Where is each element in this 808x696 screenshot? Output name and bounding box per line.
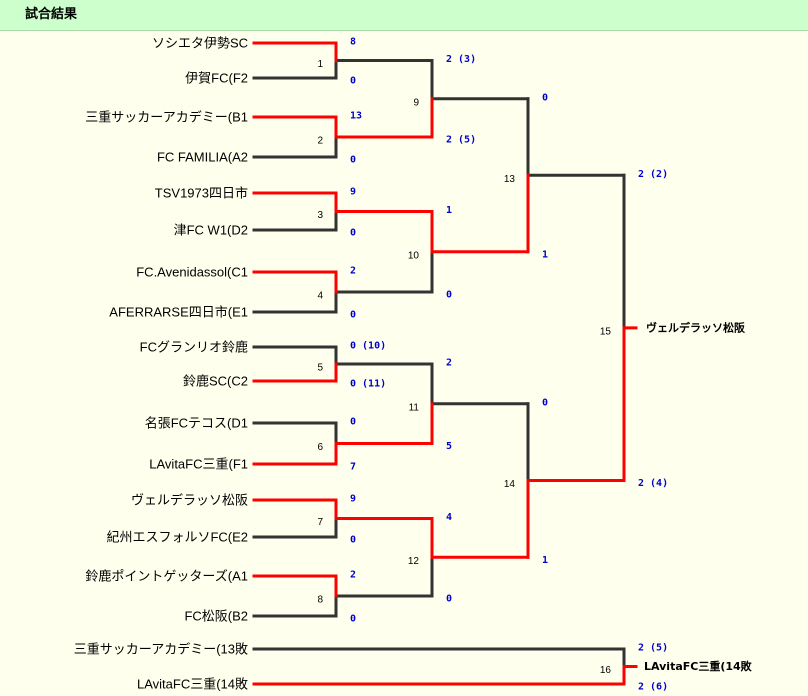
- match-score: 0: [542, 92, 548, 103]
- match-score: 4: [446, 512, 452, 523]
- match-score: 2 (5): [446, 135, 476, 146]
- team-name: 津FC W1(D2: [174, 223, 248, 238]
- match-score: 1: [542, 555, 548, 566]
- match-score: 2 (2): [638, 169, 668, 180]
- label-layer: ソシエタ伊勢SC 伊賀FC(F2 三重サッカーアカデミー(B1 FC FAMILIA(…: [74, 36, 753, 693]
- match-score: 5: [446, 441, 452, 452]
- match-score: 2 (3): [446, 54, 476, 65]
- page-header: 試合結果: [0, 0, 808, 31]
- match-score: 0: [350, 76, 356, 87]
- match-number: 10: [408, 250, 420, 261]
- team-name: FCグランリオ鈴鹿: [140, 340, 248, 355]
- match-score: 8: [350, 37, 356, 48]
- match-number: 8: [317, 595, 323, 606]
- team-name: LAvitaFC三重(F1: [149, 457, 248, 472]
- champion-label: ヴェルデラッソ松阪: [646, 320, 746, 334]
- team-name: FC.Avenidassol(C1: [136, 265, 248, 280]
- team-name: 鈴鹿ポイントゲッターズ(A1: [85, 569, 248, 584]
- win-line-layer: [252, 41, 638, 686]
- match-score: 0 (11): [350, 379, 386, 390]
- match-score: 13: [350, 111, 362, 122]
- match-number: 9: [413, 97, 419, 108]
- match-score: 0: [350, 155, 356, 166]
- match-number: 15: [600, 326, 612, 337]
- match-number: 16: [600, 665, 612, 676]
- team-name: ソシエタ伊勢SC: [152, 36, 248, 51]
- match-number: 1: [317, 59, 323, 70]
- match-score: 0: [350, 310, 356, 321]
- match-score: 0: [446, 594, 452, 605]
- team-name: ヴェルデラッソ松阪: [131, 493, 248, 508]
- match-score: 2 (5): [638, 643, 668, 654]
- match-number: 5: [317, 363, 323, 374]
- match-score: 0: [350, 614, 356, 625]
- team-name: 鈴鹿SC(C2: [183, 374, 248, 389]
- match-score: 0: [542, 397, 548, 408]
- team-name: FC FAMILIA(A2: [157, 150, 248, 165]
- team-name: AFERRARSE四日市(E1: [109, 305, 248, 320]
- match-score: 9: [350, 494, 356, 505]
- team-name: 伊賀FC(F2: [185, 71, 248, 86]
- match-number: 13: [504, 174, 516, 185]
- match-number: 12: [408, 556, 420, 567]
- team-name: 三重サッカーアカデミー(13敗: [74, 642, 248, 657]
- match-score: 1: [542, 249, 548, 260]
- team-name: FC松阪(B2: [184, 609, 248, 624]
- match-number: 3: [317, 210, 323, 221]
- third-place-winner-label: LAvitaFC三重(14敗: [644, 659, 753, 673]
- match-score: 2 (4): [638, 478, 668, 489]
- match-number: 2: [317, 136, 323, 147]
- page-title: 試合結果: [25, 7, 78, 22]
- team-name: 三重サッカーアカデミー(B1: [85, 110, 248, 125]
- match-score: 1: [446, 205, 452, 216]
- match-score: 0: [446, 290, 452, 301]
- match-score: 0: [350, 535, 356, 546]
- match-score: 9: [350, 187, 356, 198]
- team-name: LAvitaFC三重(14敗: [137, 677, 248, 692]
- match-number: 7: [317, 517, 323, 528]
- match-number: 4: [317, 291, 323, 302]
- match-score: 7: [350, 462, 356, 473]
- match-score: 2: [350, 570, 356, 581]
- match-number: 11: [409, 402, 420, 413]
- match-score: 0: [350, 417, 356, 428]
- match-score: 2 (6): [638, 682, 668, 693]
- match-score: 0 (10): [350, 341, 386, 352]
- match-score: 0: [350, 228, 356, 239]
- match-number: 6: [317, 442, 323, 453]
- team-name: 名張FCテコス(D1: [145, 416, 248, 431]
- match-number: 14: [504, 479, 516, 490]
- lose-line-layer: [252, 59, 626, 668]
- team-name: 紀州エスフォルソFC(E2: [106, 530, 248, 545]
- match-score: 2: [350, 266, 356, 277]
- match-score: 2: [446, 358, 452, 369]
- team-name: TSV1973四日市: [155, 186, 248, 201]
